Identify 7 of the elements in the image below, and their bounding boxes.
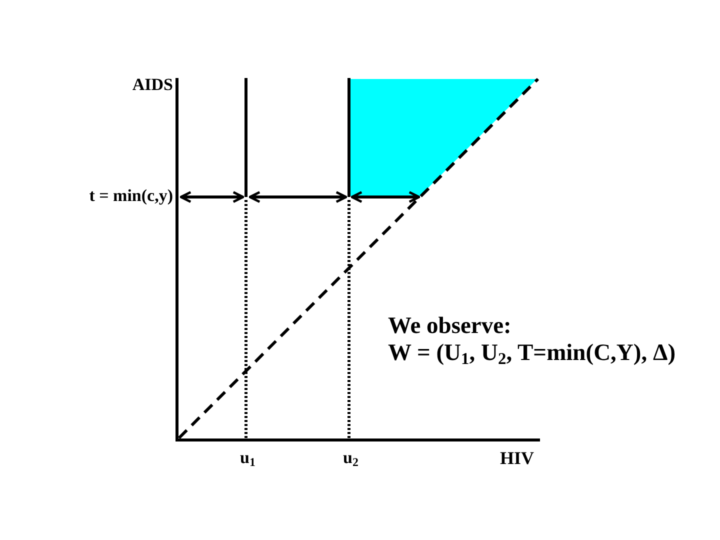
axis-label: AIDS	[132, 76, 173, 95]
tick-label: u$_{1}$	[240, 449, 256, 468]
axis-label: t = min(c,y)	[89, 187, 173, 206]
annotation-text: We observe:	[388, 314, 512, 340]
tick-label: u$_{2}$	[343, 449, 358, 468]
annotation-text: W = (U$_{1}$, U$_{2}$, T=min(C,Y), Δ)	[388, 341, 676, 367]
axis-label: HIV	[500, 449, 534, 469]
